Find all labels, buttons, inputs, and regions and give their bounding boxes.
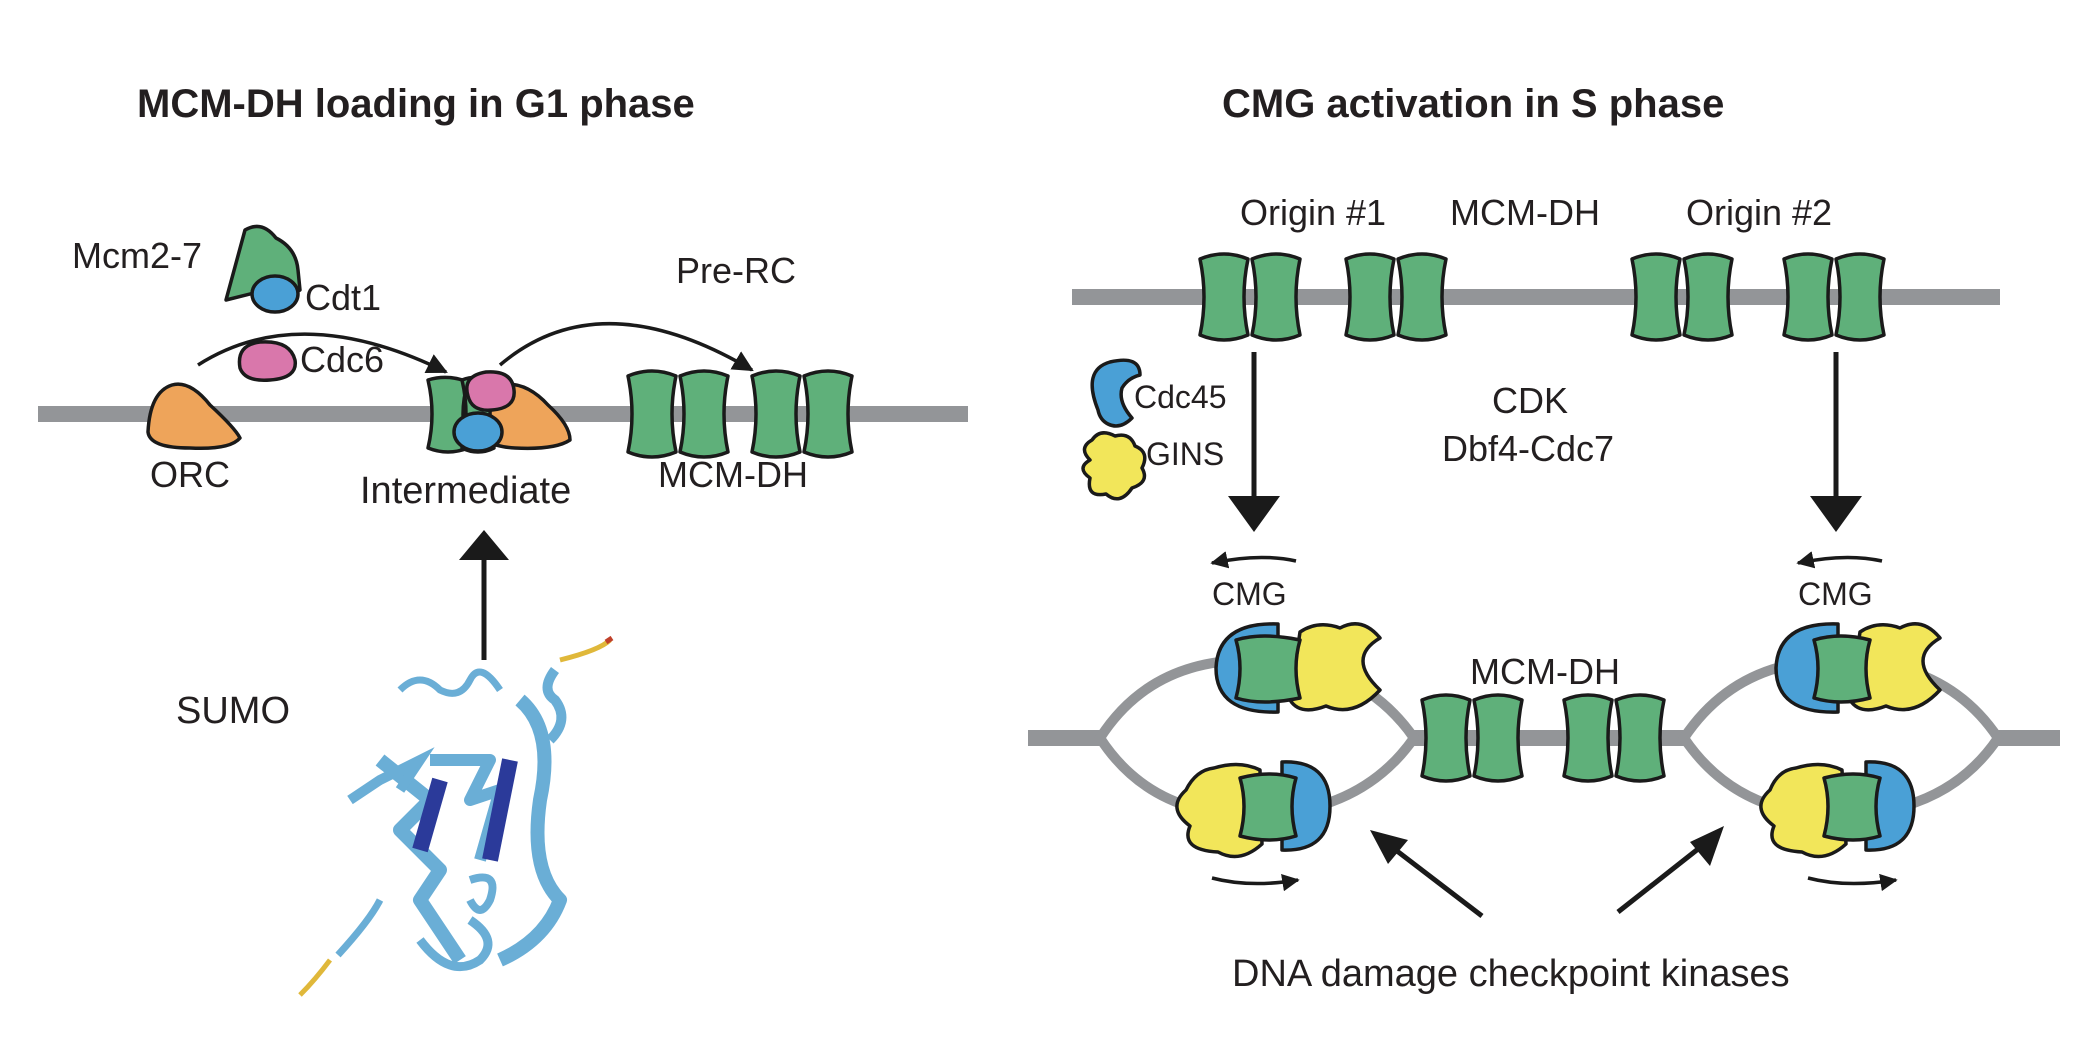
mcm27-label: Mcm2-7 — [72, 235, 202, 276]
intermediate-cdt1-shape — [452, 411, 504, 453]
intermediate-cdc6-shape — [465, 370, 516, 412]
arrow-intermediate-to-prerc — [498, 322, 754, 372]
checkpoint-arrow-left-head — [1370, 830, 1408, 864]
sumo-structure — [298, 635, 614, 997]
cdc6-shape — [237, 340, 298, 382]
cmg-left-bottom — [1175, 760, 1332, 859]
cdc45-shape — [1090, 358, 1142, 428]
direction-arrow-right-top — [1796, 551, 1883, 569]
gins-label: GINS — [1146, 436, 1224, 472]
arrow-sumo-head — [459, 530, 509, 560]
mcm-dh-label-left: MCM-DH — [658, 454, 808, 495]
intermediate-label: Intermediate — [360, 470, 571, 512]
left-panel-title: MCM-DH loading in G1 phase — [137, 82, 695, 126]
cdc45-label: Cdc45 — [1134, 379, 1227, 415]
checkpoint-arrow-right — [1616, 836, 1714, 914]
left-panel: MCM-DH loading in G1 phase Mcm2-7 Cdt1 C… — [38, 82, 968, 997]
origin2-label: Origin #2 — [1686, 192, 1832, 233]
intermediate-complex — [426, 370, 572, 454]
checkpoint-arrow-right-head — [1690, 826, 1724, 866]
cmg-right-label: CMG — [1798, 576, 1873, 612]
direction-arrow-left-bottom — [1211, 873, 1300, 892]
mcm-dh-top-label: MCM-DH — [1450, 192, 1600, 233]
orc-shape — [146, 382, 242, 451]
orc-label: ORC — [150, 454, 230, 495]
right-panel-title: CMG activation in S phase — [1222, 82, 1724, 126]
pre-rc-label: Pre-RC — [676, 250, 796, 291]
cmg-left-top — [1214, 622, 1382, 714]
right-panel: CMG activation in S phase Origin #1 MCM-… — [1028, 82, 2060, 995]
cdt1-shape — [250, 274, 300, 314]
arrow-origin2-head — [1810, 496, 1862, 532]
checkpoint-label: DNA damage checkpoint kinases — [1232, 953, 1790, 995]
arrow-orc-to-intermediate — [197, 332, 448, 374]
direction-arrow-right-bottom — [1807, 873, 1898, 892]
arrow-origin1-head — [1228, 496, 1280, 532]
origin1-label: Origin #1 — [1240, 192, 1386, 233]
cdk-label: CDK — [1492, 380, 1568, 421]
cmg-right-top — [1774, 622, 1942, 714]
cdt1-label: Cdt1 — [305, 277, 381, 318]
cmg-left-label: CMG — [1212, 576, 1287, 612]
gins-shape — [1081, 431, 1147, 501]
direction-arrow-left-top — [1210, 551, 1297, 569]
mcm27-complex — [224, 224, 302, 314]
cmg-right-bottom — [1759, 760, 1916, 859]
mcm-dh-bottom-label: MCM-DH — [1470, 651, 1620, 692]
dbf4-label: Dbf4-Cdc7 — [1442, 428, 1614, 469]
sumo-label: SUMO — [176, 690, 290, 732]
cdc6-label: Cdc6 — [300, 339, 384, 380]
